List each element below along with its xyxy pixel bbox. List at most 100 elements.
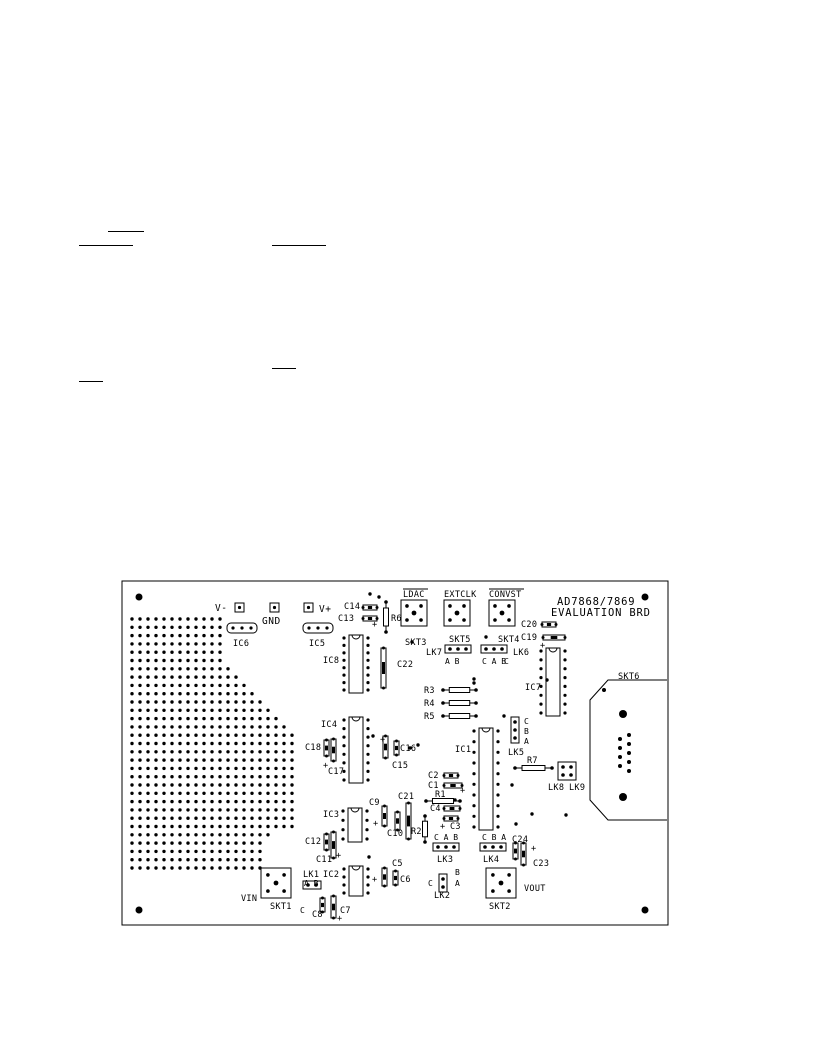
- proto-pad-icon: [146, 741, 150, 746]
- proto-pad-icon: [210, 833, 214, 837]
- proto-pad-icon: [138, 667, 142, 671]
- via-icon: [514, 822, 518, 826]
- proto-pad-icon: [210, 650, 214, 654]
- proto-pad-icon: [154, 741, 158, 746]
- proto-pad-icon: [274, 750, 278, 754]
- proto-pad-icon: [146, 617, 150, 621]
- proto-pad-icon: [170, 866, 174, 870]
- proto-pad-icon: [234, 775, 238, 779]
- proto-pad-icon: [130, 633, 134, 638]
- vminus-label: V-: [215, 603, 227, 614]
- proto-pad-icon: [154, 733, 158, 737]
- polarity-plus-label: +: [540, 641, 545, 651]
- proto-pad-icon: [162, 733, 166, 737]
- ic8-package-label: IC8: [323, 656, 339, 666]
- proto-pad-icon: [170, 633, 174, 638]
- proto-pad-icon: [154, 658, 158, 663]
- lk4-header: LK4: [479, 842, 507, 865]
- proto-pad-icon: [194, 849, 198, 854]
- proto-pad-icon: [234, 716, 238, 721]
- proto-pad-icon: [146, 683, 150, 688]
- proto-pad-icon: [290, 775, 294, 779]
- proto-pad-icon: [210, 642, 214, 646]
- proto-pad-icon: [178, 791, 182, 795]
- proto-pad-icon: [170, 708, 174, 712]
- lk2-pin-a: A: [455, 879, 460, 888]
- proto-pad-icon: [290, 791, 294, 795]
- overline-rule-2: [272, 368, 296, 369]
- proto-pad-icon: [234, 683, 238, 688]
- proto-pad-icon: [162, 675, 166, 679]
- skt3-label: SKT3: [405, 638, 427, 648]
- proto-pad-icon: [218, 758, 222, 762]
- proto-pad-icon: [162, 708, 166, 712]
- c22-capacitor: C22: [380, 646, 413, 690]
- proto-pad-icon: [210, 858, 214, 862]
- proto-pad-icon: [258, 799, 262, 804]
- proto-pad-icon: [282, 775, 286, 779]
- proto-pad-icon: [218, 683, 222, 688]
- proto-pad-icon: [154, 683, 158, 688]
- proto-pad-icon: [130, 675, 134, 679]
- proto-pad-icon: [266, 816, 270, 820]
- proto-pad-icon: [154, 791, 158, 795]
- proto-pad-icon: [258, 708, 262, 712]
- via-icon: [371, 734, 375, 738]
- via-icon: [410, 640, 414, 644]
- proto-pad-icon: [186, 808, 190, 812]
- proto-pad-icon: [154, 725, 158, 729]
- proto-pad-icon: [146, 758, 150, 762]
- ic4-package: IC4: [321, 716, 370, 784]
- proto-pad-icon: [282, 766, 286, 771]
- proto-pad-icon: [138, 791, 142, 795]
- proto-pad-icon: [138, 716, 142, 721]
- proto-pad-icon: [234, 799, 238, 804]
- proto-pad-icon: [266, 725, 270, 729]
- c5-capacitor: C5: [381, 859, 403, 888]
- ldac-socket: [400, 599, 428, 627]
- proto-pad-icon: [130, 824, 134, 829]
- proto-pad-icon: [250, 750, 254, 754]
- proto-pad-icon: [162, 791, 166, 795]
- proto-pad-icon: [194, 642, 198, 646]
- proto-pad-icon: [162, 841, 166, 845]
- convst-socket: [488, 599, 516, 627]
- proto-pad-icon: [202, 667, 206, 671]
- r6-resistor-label: R6: [391, 614, 402, 624]
- proto-pad-icon: [186, 725, 190, 729]
- proto-pad-icon: [218, 775, 222, 779]
- c18-capacitor-label: C18: [305, 743, 321, 753]
- ic1-package: IC1: [455, 727, 500, 831]
- c9-capacitor-label: C9: [369, 798, 380, 808]
- proto-pad-icon: [178, 716, 182, 721]
- vminus-pad-icon: [234, 602, 245, 613]
- proto-pad-icon: [258, 808, 262, 812]
- proto-pad-icon: [194, 633, 198, 638]
- lk1-pin-letters: A B: [304, 879, 319, 888]
- c13-capacitor: C13+: [338, 614, 379, 630]
- proto-pad-icon: [234, 733, 238, 737]
- proto-pad-icon: [194, 675, 198, 679]
- r2-resistor: R2: [411, 814, 428, 844]
- proto-pad-icon: [266, 766, 270, 771]
- proto-pad-icon: [274, 791, 278, 795]
- proto-pad-icon: [154, 808, 158, 812]
- proto-pad-icon: [130, 716, 134, 721]
- proto-pad-icon: [194, 625, 198, 629]
- polarity-plus-label: +: [372, 620, 377, 630]
- proto-pad-icon: [178, 775, 182, 779]
- proto-pad-icon: [170, 700, 174, 704]
- proto-pad-icon: [202, 758, 206, 762]
- proto-pad-icon: [234, 833, 238, 837]
- proto-pad-icon: [234, 841, 238, 845]
- c11-capacitor-label: C11: [316, 855, 332, 865]
- proto-pad-icon: [202, 633, 206, 638]
- proto-pad-icon: [218, 658, 222, 663]
- proto-pad-icon: [186, 824, 190, 829]
- proto-pad-icon: [242, 808, 246, 812]
- gnd-label: GND: [262, 616, 281, 627]
- proto-pad-icon: [242, 683, 246, 688]
- c20-capacitor-label: C20: [521, 620, 537, 630]
